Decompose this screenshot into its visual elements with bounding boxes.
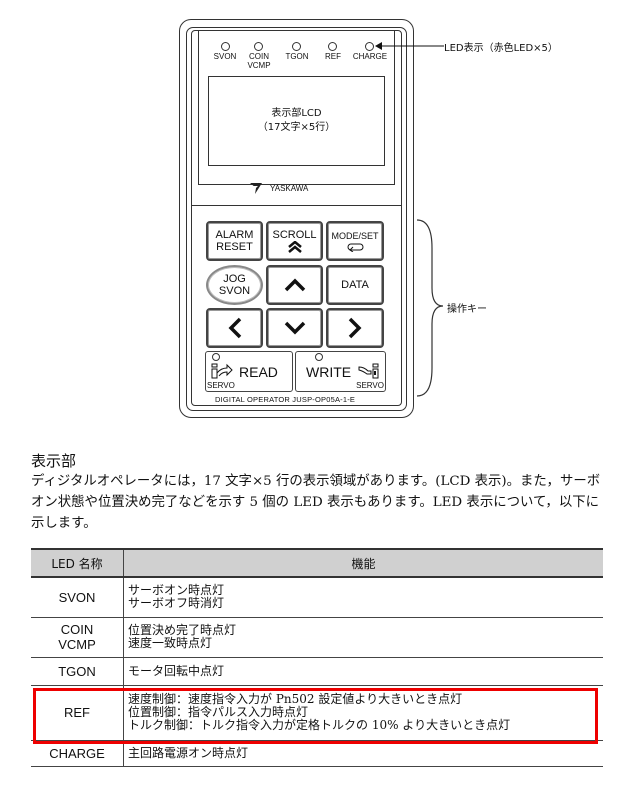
lcd-label-line2: （17文字×5行） xyxy=(257,122,336,133)
read-servo-label: SERVO xyxy=(207,381,235,390)
led-name-cell: CHARGE xyxy=(31,740,124,767)
read-key[interactable]: READ SERVO xyxy=(205,351,293,392)
operator-bezel xyxy=(186,27,407,411)
lcd-display: 表示部LCD （17文字×5行） xyxy=(208,76,385,166)
header-function: 機能 xyxy=(123,548,603,578)
write-key[interactable]: WRITE SERVO xyxy=(295,351,386,392)
lcd-label-line1: 表示部LCD xyxy=(271,108,322,119)
brand-name: YASKAWA xyxy=(270,183,309,193)
write-servo-label: SERVO xyxy=(356,381,384,390)
chevron-down-icon xyxy=(284,321,305,335)
function-line: 主回路電源オン時点灯 xyxy=(128,745,249,760)
led-coin-label-line2: VCMP xyxy=(247,61,271,70)
function-cell: 速度制御：速度指令入力が Pn502 設定値より大きいとき点灯位置制御：指令パル… xyxy=(123,685,603,741)
led-ref-indicator xyxy=(328,42,337,51)
function-line: 位置制御：指令パルス入力時点灯 xyxy=(128,705,309,719)
alarm-reset-key-line1: ALARM xyxy=(215,229,254,241)
write-arrow-icon xyxy=(358,363,379,379)
led-ref-label: REF xyxy=(325,52,341,61)
read-led-indicator xyxy=(212,353,220,361)
data-key[interactable]: DATA xyxy=(326,265,384,305)
section-paragraph: ディジタルオペレータには，17 文字×5 行の表示領域があります。(LCD 表示… xyxy=(31,474,601,531)
function-line: サーボオフ時消灯 xyxy=(128,596,225,611)
mode-set-key-label: MODE/SET xyxy=(331,231,379,241)
led-name-cell: SVON xyxy=(31,577,124,618)
led-svon-label: SVON xyxy=(213,52,237,61)
led-callout-arrow-icon xyxy=(375,42,444,50)
section-heading: 表示部 xyxy=(31,452,77,470)
function-line: 位置決め完了時点灯 xyxy=(128,623,237,637)
data-key-label: DATA xyxy=(341,279,369,291)
highlight-box xyxy=(33,688,598,744)
write-led-indicator xyxy=(315,353,323,361)
function-cell: サーボオン時点灯サーボオフ時消灯 xyxy=(123,577,603,618)
yaskawa-logo-icon xyxy=(250,183,262,194)
scroll-key-label: SCROLL xyxy=(272,229,317,241)
table-row: TGON モータ回転中点灯 xyxy=(31,657,603,686)
write-key-label: WRITE xyxy=(306,364,352,380)
down-key[interactable] xyxy=(266,308,323,348)
function-cell: 主回路電源オン時点灯 xyxy=(123,740,603,767)
alarm-reset-key-line2: RESET xyxy=(216,241,253,253)
panel-divider xyxy=(191,205,402,206)
jog-svon-key[interactable]: JOG SVON xyxy=(206,265,263,305)
function-cell: モータ回転中点灯 xyxy=(123,657,603,686)
led-name-cell: REF xyxy=(31,685,124,741)
function-cell: 位置決め完了時点灯速度一致時点灯 xyxy=(123,617,603,658)
operator-outline xyxy=(179,19,414,418)
table-row: CHARGE 主回路電源オン時点灯 xyxy=(31,740,603,767)
mode-set-key[interactable]: MODE/SET xyxy=(326,221,384,261)
led-tgon-indicator xyxy=(292,42,301,51)
led-name-cell: TGON xyxy=(31,657,124,686)
jog-key-line2: SVON xyxy=(218,285,251,297)
led-coin-label-line1: COIN xyxy=(249,52,269,61)
keys-callout-label: 操作キー xyxy=(447,304,487,315)
jog-key-line1: JOG xyxy=(223,273,246,285)
right-key[interactable] xyxy=(326,308,384,348)
left-key[interactable] xyxy=(206,308,263,348)
function-line: 速度制御：速度指令入力が Pn502 設定値より大きいとき点灯 xyxy=(128,692,463,706)
alarm-reset-key[interactable]: ALARM RESET xyxy=(206,221,263,261)
operator-face xyxy=(191,30,402,406)
header-led-name: LED 名称 xyxy=(31,548,124,578)
led-tgon-label: TGON xyxy=(285,52,309,61)
function-line: モータ回転中点灯 xyxy=(128,663,225,678)
function-line: 速度一致時点灯 xyxy=(128,636,213,650)
read-key-label: READ xyxy=(239,364,278,380)
read-arrow-icon xyxy=(211,363,233,379)
led-callout-label: LED表示（赤色LED×5） xyxy=(444,43,558,54)
function-line: サーボオン時点灯 xyxy=(128,583,225,598)
led-name-line2: VCMP xyxy=(58,637,96,652)
model-label: DIGITAL OPERATOR JUSP-OP05A-1-E xyxy=(215,395,356,404)
table-header-row: LED 名称 機能 xyxy=(31,548,603,578)
display-panel xyxy=(198,30,395,185)
scroll-key[interactable]: SCROLL xyxy=(266,221,323,261)
led-coin-indicator xyxy=(254,42,263,51)
led-charge-label: CHARGE xyxy=(352,52,388,61)
double-chevron-up-icon xyxy=(287,241,302,253)
function-line: トルク制御：トルク指令入力が定格トルクの 10% より大きいとき点灯 xyxy=(128,718,511,732)
brand: YASKAWA xyxy=(250,182,308,194)
chevron-up-icon xyxy=(284,278,305,292)
led-name-line1: COIN xyxy=(60,622,94,637)
return-arrow-icon xyxy=(347,243,364,252)
chevron-right-icon xyxy=(348,317,362,339)
chevron-left-icon xyxy=(228,317,241,339)
led-svon-indicator xyxy=(221,42,230,51)
table-row-highlighted: REF 速度制御：速度指令入力が Pn502 設定値より大きいとき点灯位置制御：… xyxy=(31,685,603,741)
up-key[interactable] xyxy=(266,265,323,305)
keys-brace-icon xyxy=(416,219,444,397)
led-charge-indicator xyxy=(365,42,374,51)
table-row: SVON サーボオン時点灯サーボオフ時消灯 xyxy=(31,577,603,618)
